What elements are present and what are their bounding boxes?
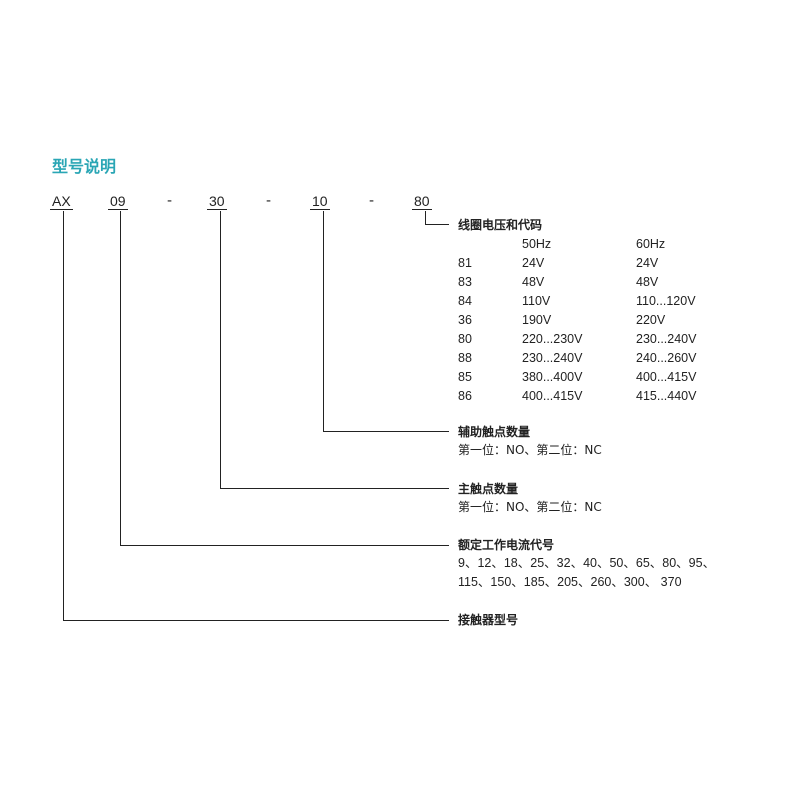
code-main-contacts: 30 bbox=[207, 193, 227, 210]
voltage-50hz: 190V bbox=[522, 313, 552, 327]
connector-line bbox=[63, 211, 64, 621]
voltage-50hz: 48V bbox=[522, 275, 545, 289]
code-current: 09 bbox=[108, 193, 128, 210]
coil-heading: 线圈电压和代码 bbox=[458, 218, 543, 232]
connector-line bbox=[323, 431, 449, 432]
coil-code: 36 bbox=[458, 313, 472, 327]
voltage-60hz: 230...240V bbox=[636, 332, 697, 346]
code-model: AX bbox=[50, 193, 73, 210]
coil-code: 85 bbox=[458, 370, 472, 384]
connector-line bbox=[120, 211, 121, 546]
connector-line bbox=[120, 545, 449, 546]
voltage-50hz: 24V bbox=[522, 256, 545, 270]
connector-line bbox=[220, 488, 449, 489]
coil-code: 86 bbox=[458, 389, 472, 403]
voltage-60hz: 24V bbox=[636, 256, 659, 270]
voltage-60hz: 400...415V bbox=[636, 370, 697, 384]
coil-code: 83 bbox=[458, 275, 472, 289]
main-desc: 第一位：NO、第二位：NC bbox=[458, 500, 602, 514]
code-aux-contacts: 10 bbox=[310, 193, 330, 210]
main-heading: 主触点数量 bbox=[458, 482, 519, 496]
code-coil: 80 bbox=[412, 193, 432, 210]
current-heading: 额定工作电流代号 bbox=[458, 538, 555, 552]
coil-code: 81 bbox=[458, 256, 472, 270]
voltage-60hz: 415...440V bbox=[636, 389, 697, 403]
voltage-60hz: 110...120V bbox=[636, 294, 696, 308]
connector-line bbox=[63, 620, 449, 621]
voltage-60hz: 240...260V bbox=[636, 351, 697, 365]
coil-code: 88 bbox=[458, 351, 472, 365]
voltage-50hz: 110V bbox=[522, 294, 551, 308]
separator: - bbox=[167, 193, 173, 209]
connector-line bbox=[323, 211, 324, 432]
voltage-50hz: 220...230V bbox=[522, 332, 583, 346]
model-heading: 接触器型号 bbox=[458, 613, 519, 627]
voltage-60hz: 48V bbox=[636, 275, 659, 289]
current-codes-line2: 115、150、185、205、260、300、 370 bbox=[458, 575, 682, 589]
aux-heading: 辅助触点数量 bbox=[458, 425, 531, 439]
voltage-50hz: 230...240V bbox=[522, 351, 583, 365]
coil-code: 80 bbox=[458, 332, 472, 346]
section-title: 型号说明 bbox=[52, 157, 117, 176]
separator: - bbox=[369, 193, 375, 209]
connector-line bbox=[425, 211, 426, 225]
coil-code: 84 bbox=[458, 294, 472, 308]
aux-desc: 第一位：NO、第二位：NC bbox=[458, 443, 602, 457]
col-60hz: 60Hz bbox=[636, 237, 666, 251]
connector-line bbox=[220, 211, 221, 489]
voltage-50hz: 400...415V bbox=[522, 389, 583, 403]
connector-line bbox=[425, 224, 449, 225]
separator: - bbox=[266, 193, 272, 209]
col-50hz: 50Hz bbox=[522, 237, 552, 251]
voltage-60hz: 220V bbox=[636, 313, 666, 327]
voltage-50hz: 380...400V bbox=[522, 370, 583, 384]
current-codes-line1: 9、12、18、25、32、40、50、65、80、95、 bbox=[458, 556, 716, 570]
